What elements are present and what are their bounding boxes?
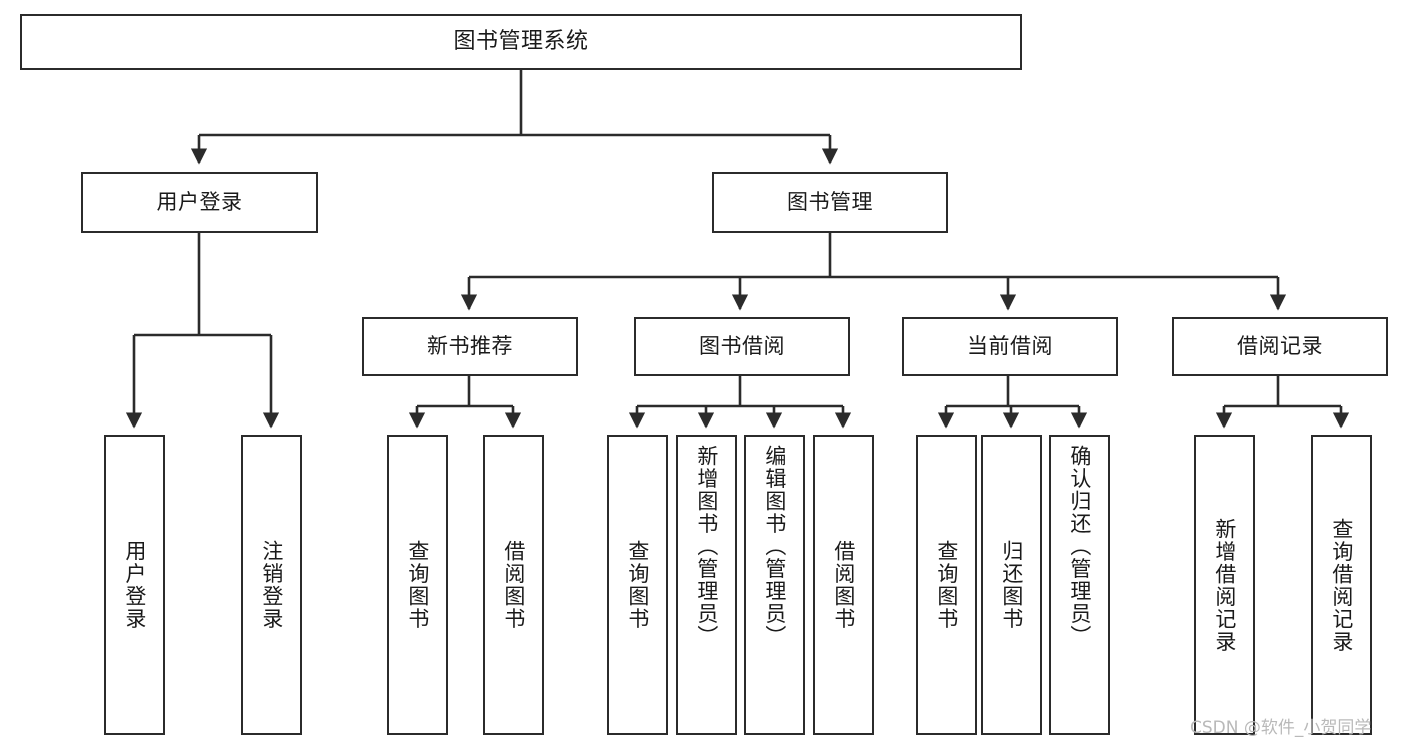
leaf-record-query-record[interactable]: 查询借阅记录 xyxy=(1311,435,1372,735)
node-root[interactable]: 图书管理系统 xyxy=(20,14,1022,70)
node-label: 编辑图书（管理员） xyxy=(762,445,787,648)
node-book-borrow[interactable]: 图书借阅 xyxy=(634,317,850,376)
node-label: 借阅图书 xyxy=(831,540,856,630)
node-label: 用户登录 xyxy=(122,540,147,630)
node-borrow-record[interactable]: 借阅记录 xyxy=(1172,317,1388,376)
node-label: 图书管理 xyxy=(787,189,873,214)
node-label: 图书管理系统 xyxy=(453,28,589,54)
node-label: 查询借阅记录 xyxy=(1329,517,1354,653)
node-label: 查询图书 xyxy=(934,540,959,630)
leaf-record-add-record[interactable]: 新增借阅记录 xyxy=(1194,435,1255,735)
leaf-recommend-borrow-book[interactable]: 借阅图书 xyxy=(483,435,544,735)
node-label: 确认归还（管理员） xyxy=(1067,445,1092,648)
leaf-borrow-query-book[interactable]: 查询图书 xyxy=(607,435,668,735)
node-label: 借阅图书 xyxy=(501,540,526,630)
node-current-borrow[interactable]: 当前借阅 xyxy=(902,317,1118,376)
node-label: 新增图书（管理员） xyxy=(694,445,719,648)
leaf-user-login-logout[interactable]: 注销登录 xyxy=(241,435,302,735)
node-label: 查询图书 xyxy=(625,540,650,630)
leaf-recommend-query-book[interactable]: 查询图书 xyxy=(387,435,448,735)
leaf-borrow-add-book[interactable]: 新增图书（管理员） xyxy=(676,435,737,735)
leaf-current-confirm-return[interactable]: 确认归还（管理员） xyxy=(1049,435,1110,735)
node-label: 归还图书 xyxy=(999,540,1024,630)
node-label: 借阅记录 xyxy=(1237,333,1323,358)
node-label: 用户登录 xyxy=(156,189,243,214)
leaf-borrow-edit-book[interactable]: 编辑图书（管理员） xyxy=(744,435,805,735)
node-label: 注销登录 xyxy=(259,540,284,630)
node-book-management[interactable]: 图书管理 xyxy=(712,172,948,233)
node-label: 图书借阅 xyxy=(699,333,785,358)
leaf-current-query-book[interactable]: 查询图书 xyxy=(916,435,977,735)
node-label: 当前借阅 xyxy=(967,333,1053,358)
leaf-borrow-borrow-book[interactable]: 借阅图书 xyxy=(813,435,874,735)
leaf-user-login-login[interactable]: 用户登录 xyxy=(104,435,165,735)
node-user-login[interactable]: 用户登录 xyxy=(81,172,318,233)
node-label: 查询图书 xyxy=(405,540,430,630)
node-new-book-recommend[interactable]: 新书推荐 xyxy=(362,317,578,376)
node-label: 新增借阅记录 xyxy=(1212,517,1237,653)
leaf-current-return-book[interactable]: 归还图书 xyxy=(981,435,1042,735)
node-label: 新书推荐 xyxy=(427,333,513,358)
csdn-watermark: CSDN @软件_小贺同学 xyxy=(1190,718,1372,738)
